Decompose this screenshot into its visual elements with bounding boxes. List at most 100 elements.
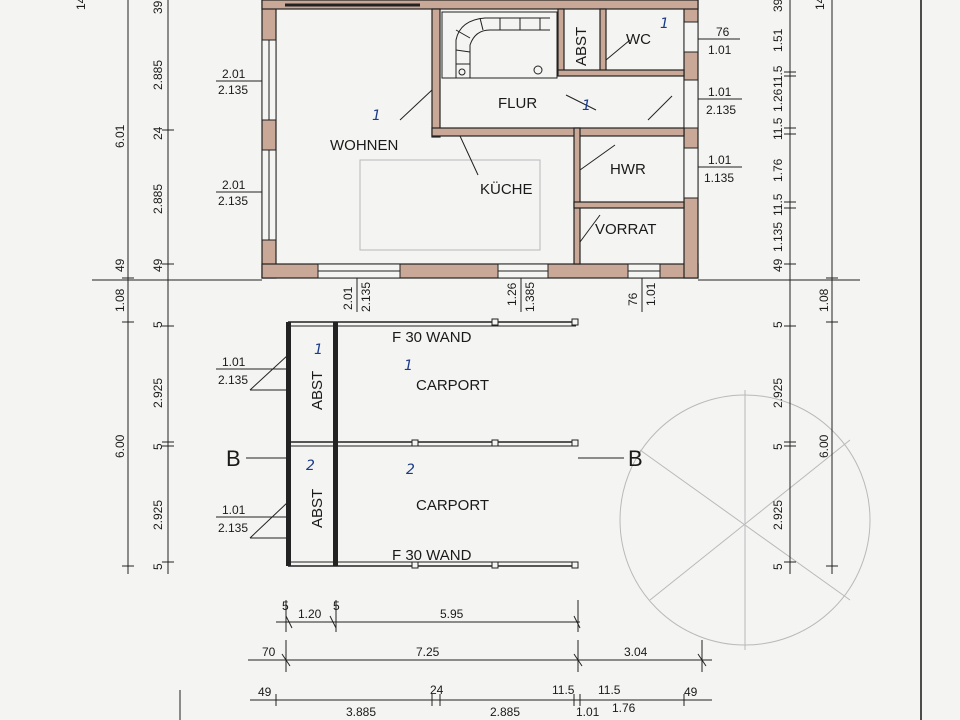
window-width: 76 [626,292,640,306]
dim-value: 2.925 [151,500,165,530]
dim-value: 11.5 [552,683,575,697]
dim-top: 14 [813,0,827,10]
window-labels-right: 76 1.01 1.01 2.135 1.01 1.135 [698,25,742,185]
handwritten-mark: 1 [404,358,413,374]
window-width: 2.01 [222,178,246,192]
dim-value: 39 [771,0,785,12]
dimension-chain-right-inner: 39 1.51 11.5 1.26 11.5 1.76 11.5 1.135 4… [771,0,796,574]
dim-value: 11.5 [598,683,621,697]
window-width: 2.01 [222,67,246,81]
window-labels-left: 2.01 2.135 2.01 2.135 [216,67,262,208]
window-width: 1.01 [708,85,732,99]
dim-value: 1.20 [298,607,322,621]
dimension-chain-bottom-1: 5 1.20 5 5.95 [276,599,581,632]
background-sketch [359,159,871,650]
dimension-chain-left-inner: 39 2.885 24 2.885 49 49 5 2.925 5 2.925 … [113,0,174,574]
dim-value: 1.26 [771,88,785,112]
dim-value: 2.885 [151,184,165,214]
window-width: 1.26 [505,282,519,306]
wall-hwr-bottom [573,201,685,209]
window-height: 2.135 [359,282,373,312]
door-swings [399,39,673,243]
dim-value: 5 [771,321,785,328]
dim-value: 5 [333,599,340,613]
room-label-vorrat: VORRAT [595,221,656,238]
dim-value: 5 [771,563,785,570]
dim-value: 3.885 [346,705,376,719]
dim-value: 3.04 [624,645,648,659]
dim-value: 2.925 [771,378,785,408]
dimension-chain-left-outer: 14 6.01 1.08 6.00 [74,0,262,574]
dim-value: 5 [151,563,165,570]
dim-value: 1.76 [612,701,636,715]
window-width: 76 [716,25,730,39]
window-height: 1.385 [523,282,537,312]
dim-house-depth: 6.01 [113,124,127,148]
handwritten-mark: 1 [660,16,669,32]
dim-value: 49 [684,685,698,699]
opening-width: 1.01 [222,355,246,369]
dim-top: 14 [74,0,88,10]
dim-value: 49 [258,685,272,699]
carport-plan: F 30 WAND F 30 WAND CARPORT CARPORT ABST… [216,318,643,569]
dim-value: 5 [282,599,289,613]
dim-gap: 1.08 [817,288,831,312]
window-labels-bottom: 2.01 2.135 1.26 1.385 76 1.01 [341,278,658,312]
window-height: 1.01 [644,282,658,306]
wall-flur-kueche [431,127,685,137]
section-mark-left: B [226,446,241,471]
window-width: 1.01 [708,153,732,167]
room-label-kueche: KÜCHE [480,180,533,198]
wall-abst [557,8,565,74]
opening-height: 2.135 [218,373,248,387]
window-height: 2.135 [218,194,248,208]
dimension-chain-bottom-3: 49 3.885 24 2.885 11.5 11.5 1.01 1.76 49 [250,683,712,719]
dim-value: 70 [262,645,276,659]
dim-value: 1.135 [771,222,785,252]
dim-value: 5 [771,443,785,450]
room-label-abst-1: ABST [309,371,326,410]
dim-carport-depth: 6.00 [817,434,831,458]
dim-carport-depth: 6.00 [113,434,127,458]
dim-value: 5.95 [440,607,464,621]
handwritten-mark: 1 [372,108,381,124]
label-f30-wand-top: F 30 WAND [392,329,472,346]
wall-right [683,0,699,279]
window-height: 1.01 [708,43,732,57]
staircase [441,11,558,79]
dim-value: 1.76 [771,158,785,182]
dim-value: 2.925 [151,378,165,408]
dimension-chain-right-outer: 14 1.08 6.00 [698,0,860,574]
room-label-carport-1: CARPORT [416,377,489,394]
dim-value: 2.885 [151,60,165,90]
opening-width: 1.01 [222,503,246,517]
opening-height: 2.135 [218,521,248,535]
wall-wc-bottom [557,69,685,77]
room-label-wohnen: WOHNEN [330,137,398,154]
dim-value: 11.5 [771,193,785,216]
dim-value: 49 [771,258,785,272]
dimension-chain-bottom-2: 70 7.25 3.04 [248,640,712,672]
wall-wc-left [599,8,607,74]
house-plan: WOHNEN KÜCHE FLUR ABST WC HWR VORRAT 1 1… [261,0,699,279]
label-f30-wand-bottom: F 30 WAND [392,547,472,564]
dim-gap: 1.08 [113,288,127,312]
dim-value: 2.925 [771,500,785,530]
dim-value: 1.01 [576,705,600,719]
handwritten-mark: 1 [582,98,591,114]
section-mark-right: B [628,446,643,471]
room-label-flur: FLUR [498,95,537,112]
dim-value: 49 [151,258,165,272]
dim-value: 11.5 [771,117,785,140]
wall-hwr-left [573,127,581,265]
window-width: 2.01 [341,286,355,310]
room-label-hwr: HWR [610,161,646,178]
room-label-abst-top: ABST [573,27,590,66]
room-label-wc: WC [626,31,651,48]
handwritten-mark: 2 [406,462,415,478]
wall-top [261,0,699,10]
window-height: 1.135 [704,171,734,185]
dim-value: 5 [151,443,165,450]
dim-value: 24 [430,683,444,697]
